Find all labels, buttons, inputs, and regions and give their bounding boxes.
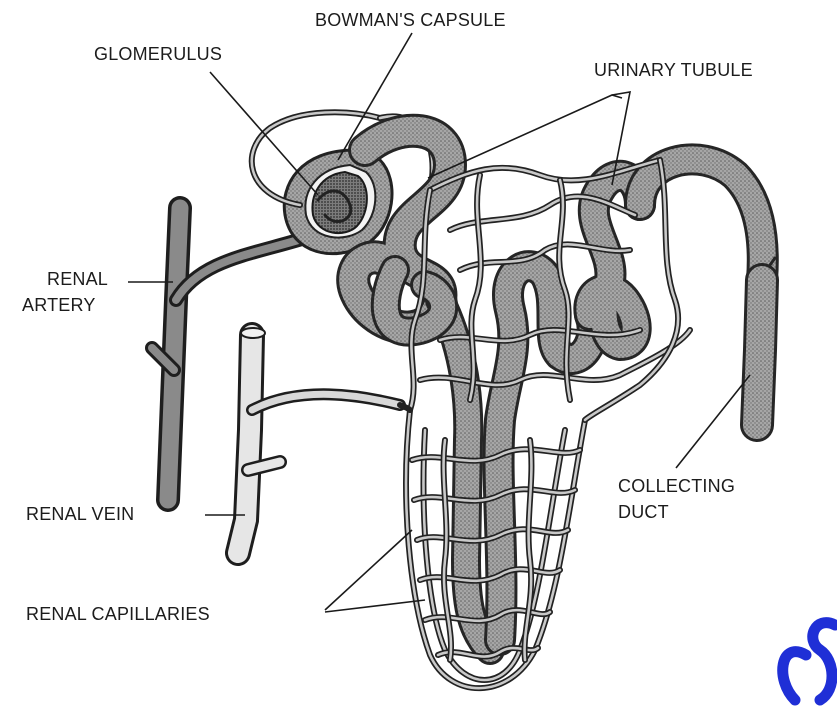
leader-renal-capillaries-2 bbox=[325, 600, 425, 612]
label-collecting-duct-line1: COLLECTING bbox=[618, 476, 735, 496]
label-renal-capillaries: RENAL CAPILLARIES bbox=[26, 604, 210, 624]
renal-vein bbox=[238, 328, 400, 553]
label-renal-artery-line1: RENAL bbox=[47, 269, 108, 289]
label-urinary-tubule: URINARY TUBULE bbox=[594, 60, 753, 80]
label-renal-vein: RENAL VEIN bbox=[26, 504, 134, 524]
leader-collecting-duct bbox=[676, 375, 750, 468]
label-bowmans-capsule: BOWMAN'S CAPSULE bbox=[315, 10, 506, 30]
label-glomerulus: GLOMERULUS bbox=[94, 44, 222, 64]
watermark-fragment bbox=[783, 623, 835, 700]
leader-renal-capillaries-1 bbox=[325, 530, 412, 610]
collecting-duct bbox=[757, 258, 775, 425]
renal-capillaries bbox=[400, 160, 690, 688]
label-renal-artery-line2: ARTERY bbox=[22, 295, 96, 315]
leader-glomerulus bbox=[210, 72, 318, 195]
label-collecting-duct-line2: DUCT bbox=[618, 502, 669, 522]
